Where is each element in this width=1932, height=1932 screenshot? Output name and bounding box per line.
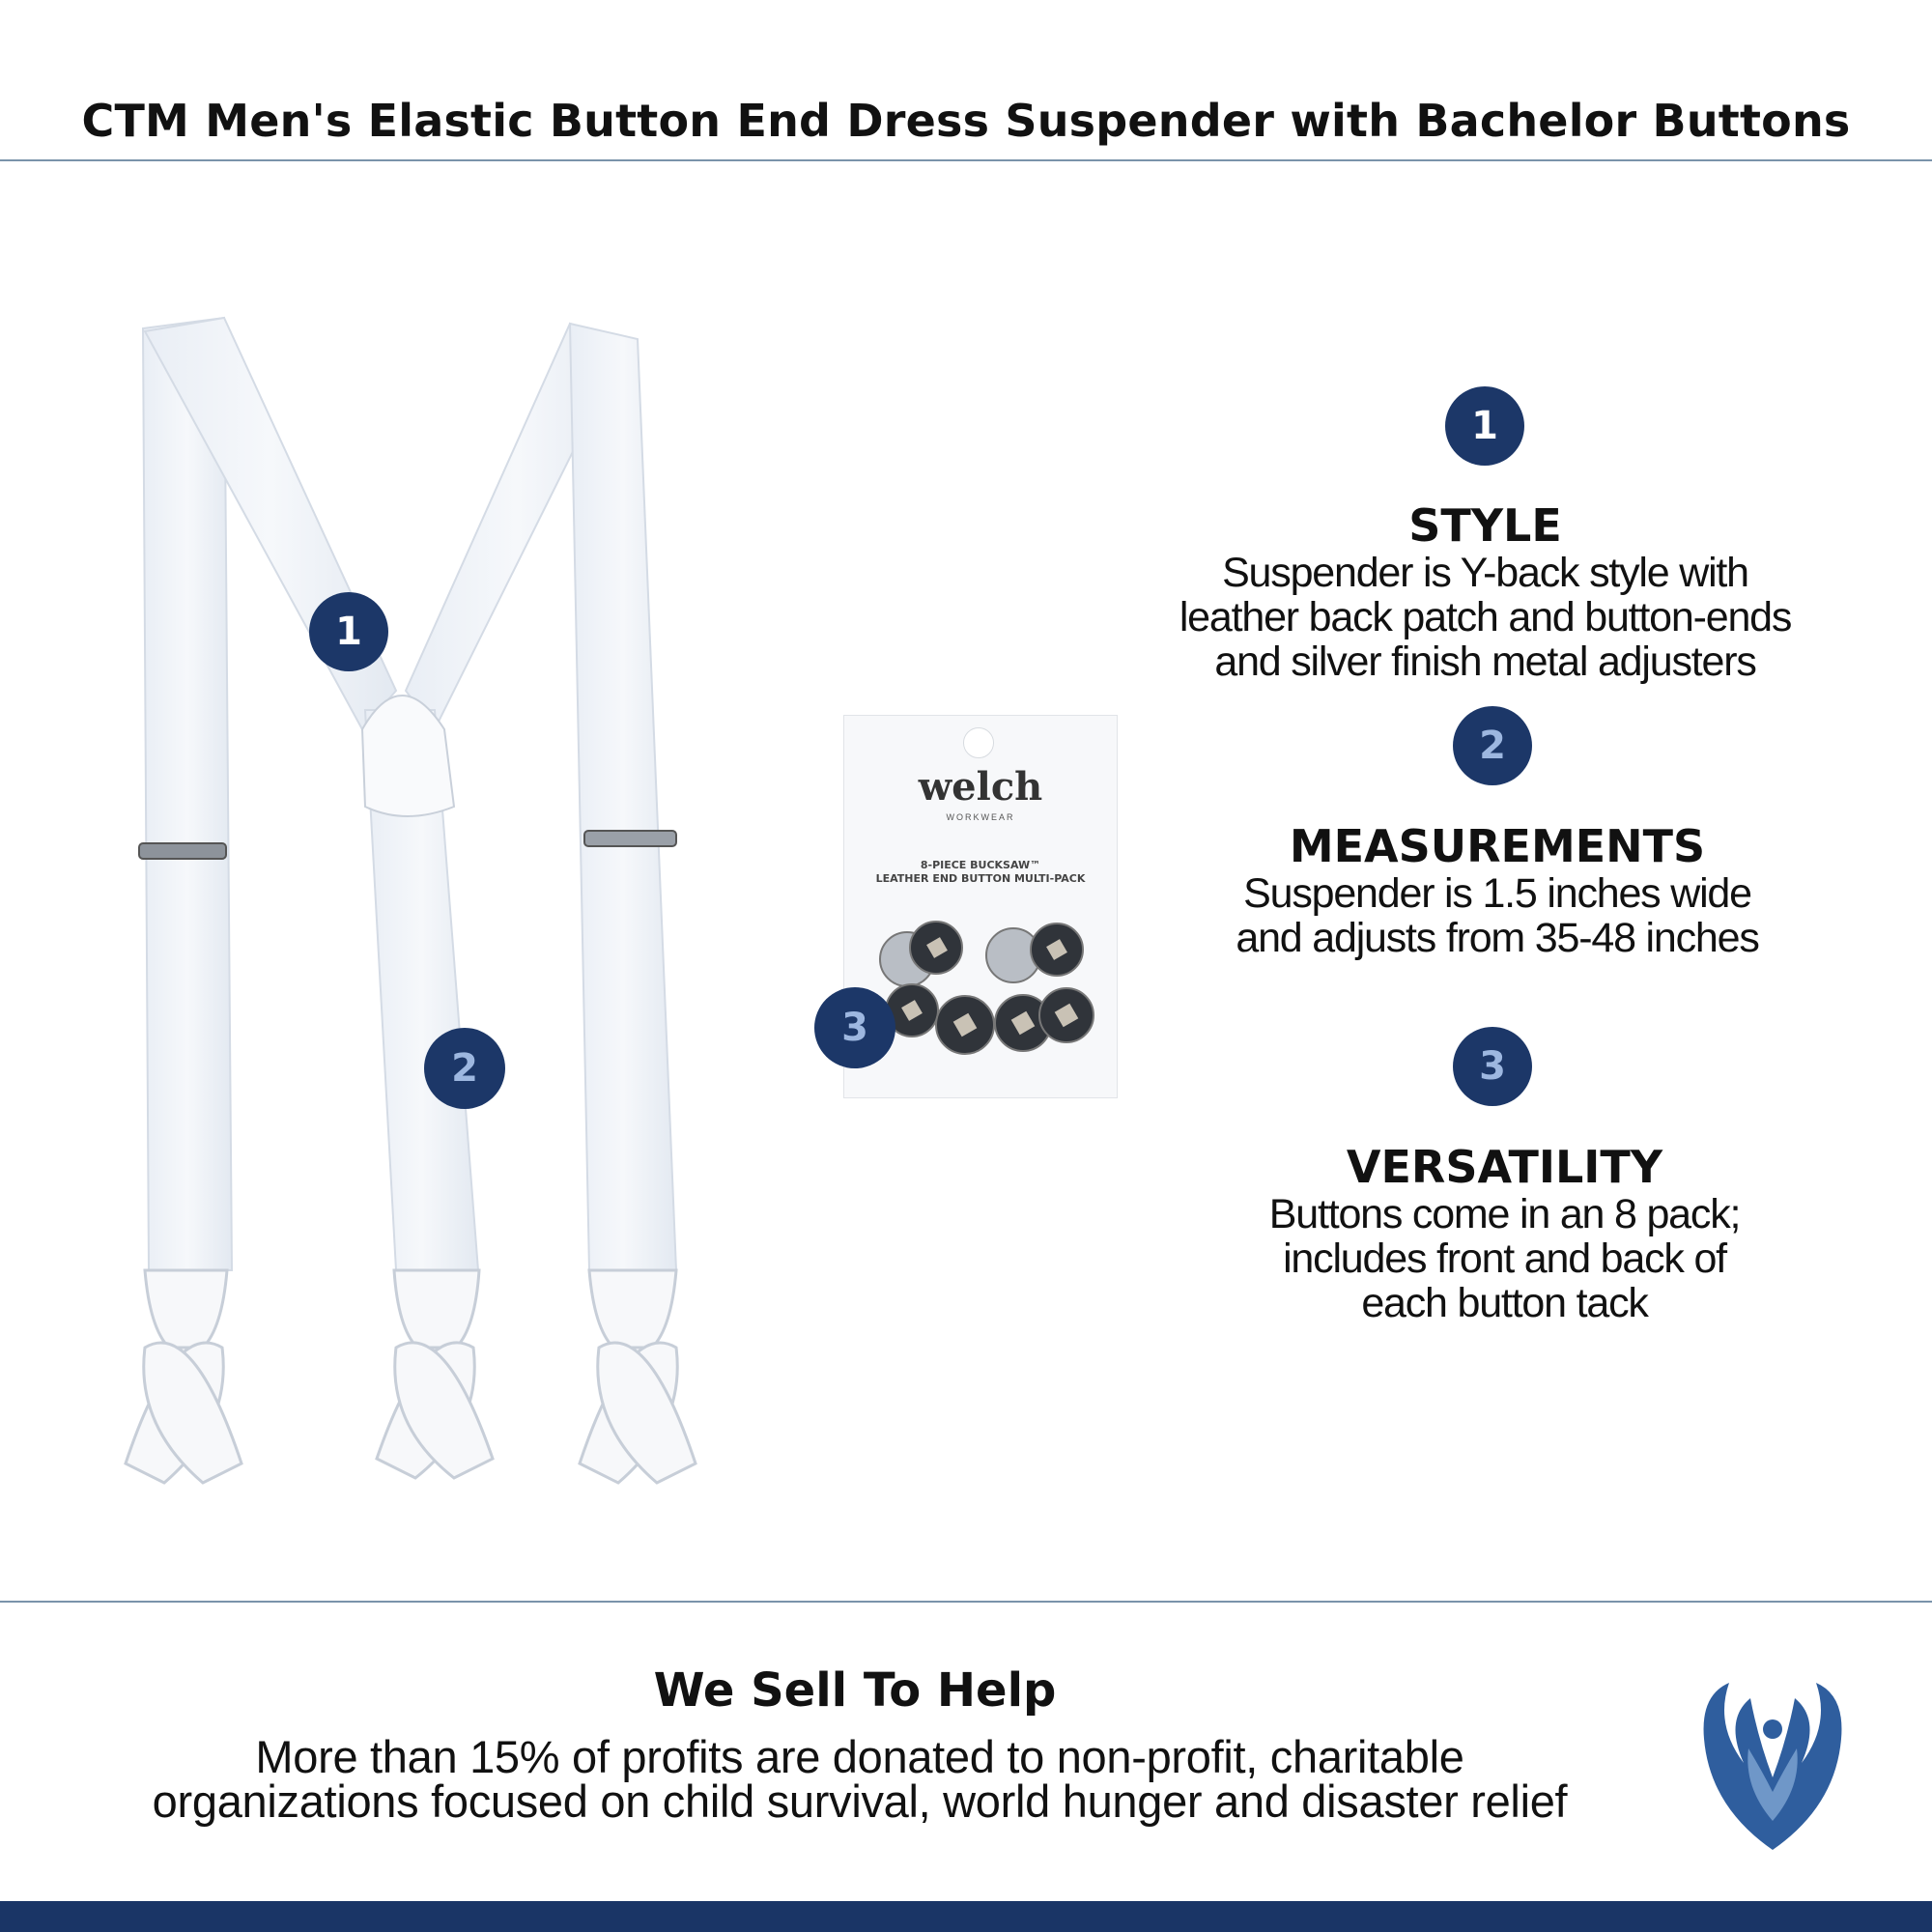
feature-line: Suspender is Y-back style with <box>1222 550 1749 596</box>
feature-line: includes front and back of <box>1283 1236 1727 1282</box>
help-text: More than 15% of profits are donated to … <box>39 1731 1681 1827</box>
feature-line: and adjusts from 35-48 inches <box>1236 915 1759 961</box>
feature-2-badge: 2 <box>1453 706 1532 785</box>
pack-brand: welch <box>918 764 1043 810</box>
feature-line: and silver finish metal adjusters <box>1214 639 1756 685</box>
feature-line: each button tack <box>1361 1280 1649 1326</box>
hang-hole <box>963 727 994 758</box>
feature-line: Buttons come in an 8 pack; <box>1268 1191 1742 1237</box>
feature-title: STYLE <box>1408 499 1562 552</box>
help-line: organizations focused on child survival,… <box>152 1776 1568 1827</box>
feature-title: VERSATILITY <box>1346 1141 1663 1193</box>
suspender-image <box>124 316 697 1485</box>
callout-3-badge: 3 <box>814 987 895 1068</box>
header-divider <box>0 159 1932 161</box>
feature-1-badge: 1 <box>1445 386 1524 466</box>
pack-brand-sub: WORKWEAR <box>946 812 1015 822</box>
feature-line: Suspender is 1.5 inches wide <box>1243 870 1752 917</box>
section-divider <box>0 1601 1932 1603</box>
help-line: More than 15% of profits are donated to … <box>255 1731 1464 1782</box>
buttons-cluster <box>879 921 1094 1055</box>
pack-line-2: LEATHER END BUTTON MULTI-PACK <box>875 872 1086 885</box>
feature-line: leather back patch and button-ends <box>1179 594 1793 640</box>
feature-versatility: VERSATILITY Buttons come in an 8 pack; i… <box>1101 1142 1908 1325</box>
feature-3-badge: 3 <box>1453 1027 1532 1106</box>
charity-heart-logo-icon <box>1703 1683 1842 1850</box>
callout-1-badge: 1 <box>309 592 388 671</box>
feature-style: STYLE Suspender is Y-back style with lea… <box>1101 500 1869 684</box>
callout-2-badge: 2 <box>424 1028 505 1109</box>
footer-bar <box>0 1901 1932 1932</box>
pack-line-1: 8-PIECE BUCKSAW™ <box>920 859 1041 871</box>
feature-measurements: MEASUREMENTS Suspender is 1.5 inches wid… <box>1101 821 1893 960</box>
help-title: We Sell To Help <box>653 1663 1057 1718</box>
feature-title: MEASUREMENTS <box>1289 820 1706 872</box>
page-title: CTM Men's Elastic Button End Dress Suspe… <box>81 95 1851 147</box>
